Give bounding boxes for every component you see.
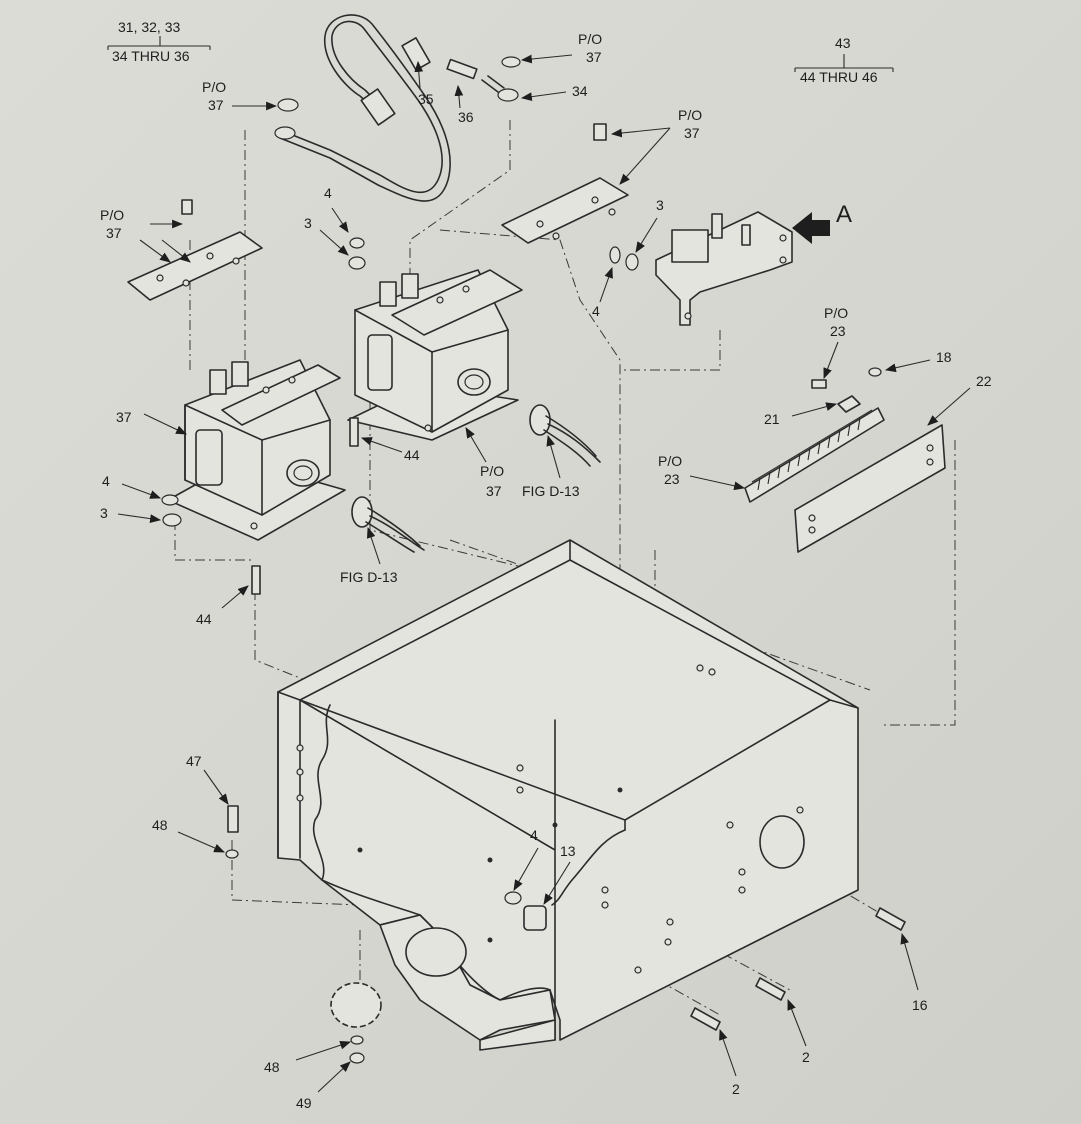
plate-right — [181, 123, 629, 244]
label-37: 37 — [486, 483, 502, 499]
view-a-label: A — [836, 201, 852, 228]
reference-block-left: 31, 32, 33 34 THRU 36 — [107, 19, 211, 64]
label-po: P/O — [824, 305, 848, 321]
terminal-strip — [744, 367, 946, 553]
label-36: 36 — [458, 109, 474, 125]
label-3: 3 — [304, 215, 312, 231]
label-3: 3 — [100, 505, 108, 521]
label-4: 4 — [324, 185, 332, 201]
relay-bracket — [655, 211, 830, 326]
ref-left-bottom: 34 THRU 36 — [112, 48, 190, 64]
label-fig-d13: FIG D-13 — [522, 483, 580, 499]
screws — [225, 805, 906, 1064]
label-4: 4 — [530, 827, 538, 843]
label-37: 37 — [684, 125, 700, 141]
cable-assembly — [274, 14, 521, 202]
label-po: P/O — [658, 453, 682, 469]
label-37: 37 — [586, 49, 602, 65]
ref-right-top: 43 — [835, 35, 851, 51]
label-44: 44 — [196, 611, 212, 627]
label-35: 35 — [418, 91, 434, 107]
label-4: 4 — [592, 303, 600, 319]
label-4: 4 — [102, 473, 110, 489]
label-48: 48 — [264, 1059, 280, 1075]
label-po: P/O — [480, 463, 504, 479]
label-44: 44 — [404, 447, 420, 463]
hardware — [161, 237, 639, 595]
label-po: P/O — [578, 31, 602, 47]
label-22: 22 — [976, 373, 992, 389]
chassis-box — [277, 539, 859, 1051]
label-23: 23 — [664, 471, 680, 487]
ref-right-bottom: 44 THRU 46 — [800, 69, 878, 85]
transformer-left — [167, 359, 346, 541]
plate-left — [127, 231, 263, 301]
transformer-center — [347, 269, 523, 441]
callout-labels: P/O 37 P/O 37 35 36 34 P/O 37 P/O 37 4 3… — [100, 31, 992, 1111]
label-47: 47 — [186, 753, 202, 769]
connector-plugs — [351, 404, 601, 553]
label-23: 23 — [830, 323, 846, 339]
label-2: 2 — [802, 1049, 810, 1065]
label-21: 21 — [764, 411, 780, 427]
label-3: 3 — [656, 197, 664, 213]
label-fig-d13: FIG D-13 — [340, 569, 398, 585]
label-37: 37 — [116, 409, 132, 425]
label-34: 34 — [572, 83, 588, 99]
ref-left-top: 31, 32, 33 — [118, 19, 180, 35]
label-po: P/O — [100, 207, 124, 223]
label-13: 13 — [560, 843, 576, 859]
label-16: 16 — [912, 997, 928, 1013]
label-po: P/O — [678, 107, 702, 123]
reference-block-right: 43 44 THRU 46 — [794, 35, 894, 85]
label-37: 37 — [106, 225, 122, 241]
label-49: 49 — [296, 1095, 312, 1111]
label-2: 2 — [732, 1081, 740, 1097]
label-po: P/O — [202, 79, 226, 95]
label-37: 37 — [208, 97, 224, 113]
callout-leaders — [117, 54, 971, 1093]
label-48: 48 — [152, 817, 168, 833]
label-18: 18 — [936, 349, 952, 365]
